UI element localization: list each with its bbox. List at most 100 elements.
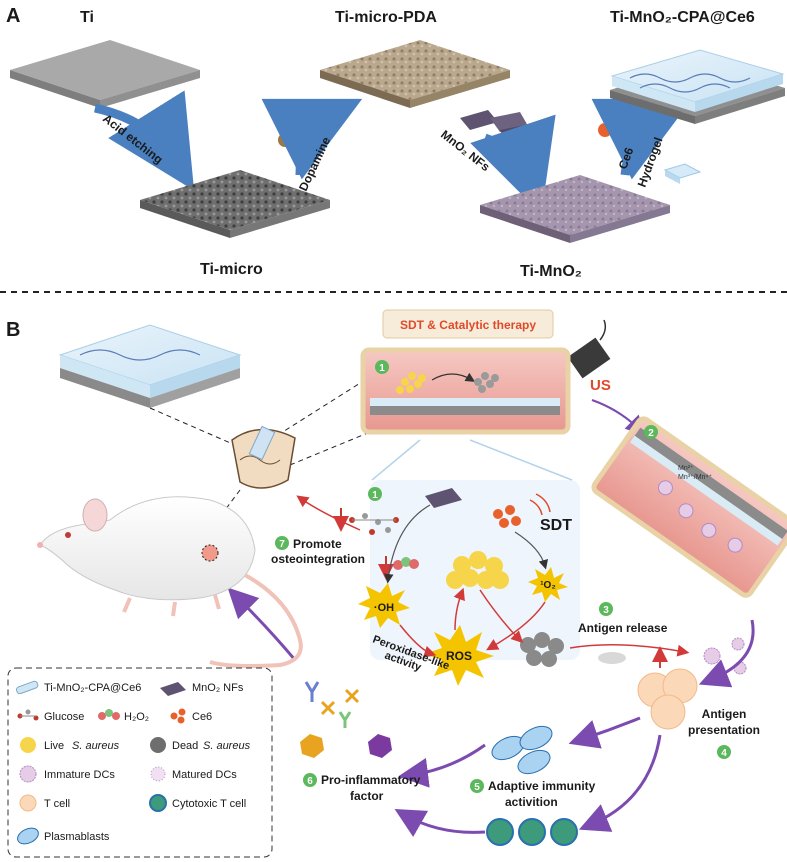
arrow-ce6-to-o2 [514, 531, 549, 570]
arrow-to-mouse [227, 587, 297, 661]
step-mno2: MnO₂ NFs [438, 127, 493, 174]
sdt-wave-1 [529, 499, 543, 516]
label-ti-micro: Ti-micro [200, 261, 263, 278]
legend-swatch-plasmablast [17, 827, 39, 845]
badge-5-text: 5 [474, 782, 480, 793]
badge-1-mech [368, 487, 382, 501]
sdt-wave-2 [535, 493, 551, 513]
matured-dcs-group [703, 637, 747, 675]
legend-swatch-tcell [19, 794, 37, 812]
badge-3-text: 3 [603, 605, 609, 616]
glucose-molecule [349, 513, 399, 535]
arrow-to-plasmablasts [568, 716, 641, 749]
arrow-ce6-hydrogel [591, 98, 693, 180]
legend-cytotoxic: Cytotoxic T cell [172, 798, 246, 810]
badge-1-vessel-text: 1 [379, 363, 385, 374]
cytotoxic-t-cells [486, 818, 578, 846]
oh-burst [358, 583, 410, 628]
step-hydrogel: Hydrogel [635, 135, 666, 189]
label-ti: Ti [80, 9, 94, 26]
ros-label: ROS [446, 649, 472, 663]
adaptive-line2: activition [505, 795, 558, 809]
sdt-label: SDT [540, 517, 572, 534]
legend-live-species: S. aureus [72, 740, 120, 752]
arrow-to-factor-2 [394, 809, 486, 837]
proinflam-line2: factor [350, 789, 384, 803]
legend-ti-mno2-cpa: Ti-MnO₂-CPA@Ce6 [44, 682, 141, 694]
vessel-2 [591, 416, 787, 598]
vessel2-mn-b: Mn³⁺/Mn⁴⁺ [678, 474, 712, 481]
legend-plasmablasts: Plasmablasts [44, 831, 110, 843]
plate-ti-micro-pda [320, 40, 510, 108]
legend-mno2-nfs: MnO₂ NFs [192, 682, 244, 694]
zoom-vessel-line-1 [371, 439, 421, 481]
zoom-line-3 [289, 429, 376, 466]
legend-box [7, 667, 273, 858]
arrow-to-factor-1 [398, 743, 486, 788]
plate-ti-micro [140, 170, 330, 238]
bone-with-implant [231, 425, 296, 489]
plate-ti-mno2 [480, 175, 670, 243]
legend-ce6: Ce6 [192, 711, 212, 723]
arrow-acid-etching [94, 90, 195, 191]
promote-line1: Promote [293, 537, 342, 551]
arrow-oh-to-ros [399, 624, 437, 658]
us-label: US [590, 377, 611, 394]
arrow-to-tcells [698, 619, 755, 688]
legend-rows: Ti-MnO₂-CPA@Ce6 MnO₂ NFs Glucose H₂O₂ Ce… [15, 680, 251, 845]
legend-dead: Dead [172, 740, 198, 752]
legend-swatch-ce6 [170, 708, 186, 724]
o2-burst [528, 567, 568, 602]
plate-ti [10, 40, 200, 108]
therapy-banner-text: SDT & Catalytic therapy [400, 318, 536, 332]
arrow-o2-to-ros [486, 601, 546, 651]
mno2-nanoflakes [460, 110, 536, 142]
badge-1-mech-text: 1 [372, 490, 378, 501]
badge-2 [644, 425, 658, 439]
legend-matured: Matured DCs [172, 769, 237, 781]
arrow-ros-to-bacteria [453, 587, 465, 631]
promote-line2: osteointegration [271, 552, 365, 566]
legend-glucose: Glucose [44, 711, 84, 723]
vessel-1 [360, 347, 571, 435]
badge-6 [303, 773, 317, 787]
mouse [37, 496, 303, 668]
ce6-cluster [493, 505, 521, 528]
antigen-presentation-line1: Antigen [702, 707, 747, 721]
badge-6-text: 6 [307, 776, 313, 787]
legend-dead-species: S. aureus [203, 740, 251, 752]
panel-b-letter: B [6, 319, 20, 341]
h2o2-molecule [393, 557, 419, 570]
legend-tcell: T cell [44, 798, 70, 810]
badge-2-text: 2 [648, 428, 654, 439]
zoom-line-2 [269, 379, 366, 441]
ce6-particle [598, 123, 612, 137]
dopamine-particle [278, 133, 292, 147]
legend-live: Live [44, 740, 64, 752]
arrow-to-cytotoxic [578, 734, 662, 832]
arrow-mno2-to-oh [383, 504, 431, 584]
zoom-line-1 [149, 407, 236, 446]
cytokine-factors [300, 681, 392, 758]
badge-3 [599, 602, 613, 616]
live-bacteria-cluster [446, 551, 509, 589]
legend-swatch-glucose [17, 709, 39, 721]
adaptive-line1: Adaptive immunity [488, 779, 596, 793]
legend-swatch-dead [150, 737, 166, 753]
label-ti-mno2: Ti-MnO₂ [520, 263, 582, 280]
legend-swatch-h2o2 [98, 709, 120, 720]
proinflam-line1: Pro-inflammatory [321, 773, 421, 787]
legend-swatch-live [20, 737, 36, 753]
ros-burst [424, 625, 494, 686]
arrow-mno2 [470, 114, 556, 215]
arrow-live-to-dead [479, 589, 524, 644]
dead-bacteria-cluster [520, 632, 564, 667]
mno2-sheet-center [425, 488, 462, 508]
therapy-banner [382, 309, 554, 339]
zoom-vessel-line-2 [469, 439, 573, 481]
o2-label: ¹O₂ [540, 580, 556, 591]
badge-5 [470, 779, 484, 793]
arrow-antigen-release [569, 644, 690, 657]
